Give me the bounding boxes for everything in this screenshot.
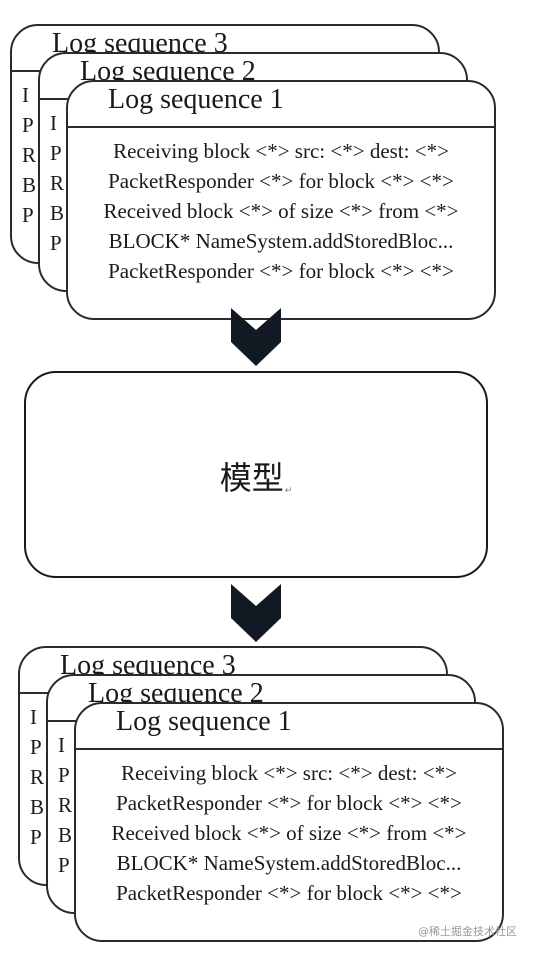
log-line: I (50, 111, 57, 135)
card-divider (76, 748, 502, 750)
log-line: PacketResponder <*> for block <*> <*> (116, 881, 462, 905)
log-line: P (22, 113, 34, 137)
log-line: P (30, 825, 42, 849)
model-label: 模型↵ (26, 453, 486, 499)
log-line: B (22, 173, 37, 197)
log-line: P (22, 203, 34, 227)
card-title: Log sequence 1 (116, 706, 292, 737)
log-line: R (22, 143, 37, 167)
log-line: R (58, 793, 73, 817)
model-box: 模型↵ (24, 371, 488, 578)
output-log-sequence-1-card: Log sequence 1 Receiving block <*> src: … (74, 702, 504, 942)
log-line: B (58, 823, 73, 847)
log-line: P (58, 853, 70, 877)
log-line: B (30, 795, 45, 819)
log-line: P (30, 735, 42, 759)
down-arrow-icon (231, 308, 281, 366)
log-line: R (50, 171, 65, 195)
log-line: R (30, 765, 45, 789)
log-line: I (30, 705, 37, 729)
log-line: P (58, 763, 70, 787)
log-line: PacketResponder <*> for block <*> <*> (116, 791, 462, 815)
paragraph-mark: ↵ (284, 486, 293, 496)
log-line: P (50, 141, 62, 165)
down-arrow-icon (231, 584, 281, 642)
log-line: Receiving block <*> src: <*> dest: <*> (113, 139, 449, 163)
model-label-text: 模型 (219, 459, 284, 497)
watermark: @稀土掘金技术社区 (418, 925, 517, 938)
log-line: PacketResponder <*> for block <*> <*> (108, 169, 454, 193)
card-divider (68, 126, 494, 128)
log-line: BLOCK* NameSystem.addStoredBloc... (116, 851, 462, 875)
card-title: Log sequence 1 (108, 84, 284, 115)
log-line: Received block <*> of size <*> from <*> (103, 199, 459, 223)
log-line: I (58, 733, 65, 757)
log-line: BLOCK* NameSystem.addStoredBloc... (108, 229, 454, 253)
log-line: Received block <*> of size <*> from <*> (111, 821, 467, 845)
log-line: B (50, 201, 65, 225)
log-line: P (50, 231, 62, 255)
log-line: Receiving block <*> src: <*> dest: <*> (121, 761, 457, 785)
input-log-sequence-1-card: Log sequence 1 Receiving block <*> src: … (66, 80, 496, 320)
log-line: PacketResponder <*> for block <*> <*> (108, 259, 454, 283)
log-line: I (22, 83, 29, 107)
